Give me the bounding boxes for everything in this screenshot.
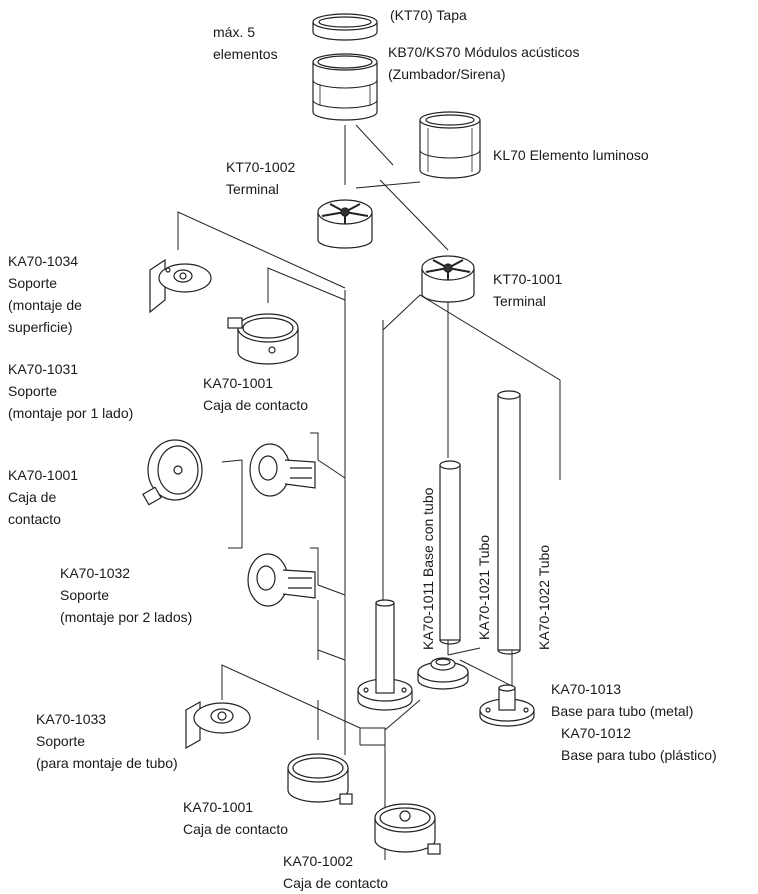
label-line: KA70-1001 <box>183 799 254 815</box>
label-line: elementos <box>213 46 278 62</box>
bracket-ka70-1033-part <box>185 700 251 750</box>
base-with-tube-ka70-1011-part <box>357 599 413 711</box>
label-line: Caja de <box>8 489 57 505</box>
tube-ka70-1022-part <box>497 390 521 655</box>
label-line: (montaje por 1 lado) <box>8 405 134 421</box>
base-plastic-ka70-1012-part <box>479 684 535 727</box>
label-line: KA70-1033 <box>36 711 107 727</box>
label-ka70-1001-left: KA70-1001 Caja de contacto <box>8 464 78 530</box>
label-line: Soporte <box>60 587 110 603</box>
label-line: Caja de contacto <box>203 397 309 413</box>
contact-box-ka70-1002-part <box>374 803 441 855</box>
label-line: KT70-1001 <box>493 271 563 287</box>
label-line: KA70-1001 <box>203 375 274 391</box>
label-line: Base para tubo (plástico) <box>561 747 717 763</box>
label-line: KA70-1034 <box>8 253 79 269</box>
label-line: Soporte <box>36 733 86 749</box>
contact-box-lower-part <box>287 753 353 805</box>
label-ka70-1012: KA70-1012 Base para tubo (plástico) <box>561 722 717 766</box>
label-cap: (KT70) Tapa <box>390 4 467 26</box>
label-line: (KT70) Tapa <box>390 7 467 23</box>
label-line: KL70 Elemento luminoso <box>493 147 649 163</box>
label-line: KA70-1002 <box>283 853 354 869</box>
label-line: Terminal <box>493 293 546 309</box>
label-kt70-1002: KT70-1002 Terminal <box>226 156 295 200</box>
label-max-elements: máx. 5 elementos <box>213 21 278 65</box>
label-line: Soporte <box>8 383 58 399</box>
label-line: Base para tubo (metal) <box>551 703 694 719</box>
label-line: Soporte <box>8 275 58 291</box>
label-line: contacto <box>8 511 61 527</box>
label-line: KB70/KS70 Módulos acústicos <box>388 44 580 60</box>
base-metal-ka70-1013-part <box>417 657 469 690</box>
label-ka70-1032: KA70-1032 Soporte (montaje por 2 lados) <box>60 562 192 628</box>
label-ka70-1001-upper: KA70-1001 Caja de contacto <box>203 372 308 416</box>
connector-lines <box>177 124 561 860</box>
label-kt70-1001: KT70-1001 Terminal <box>493 268 562 312</box>
label-ka70-1011-vertical: KA70-1011 Base con tubo <box>420 487 436 650</box>
terminal-kt70-1002-part <box>317 199 373 249</box>
label-ka70-1034: KA70-1034 Soporte (montaje de superficie… <box>8 250 82 338</box>
contact-box-left-part <box>142 439 203 506</box>
cap-part <box>312 13 378 41</box>
label-line: (para montaje de tubo) <box>36 755 178 771</box>
label-ka70-1021-vertical: KA70-1021 Tubo <box>476 534 492 640</box>
label-line: KA70-1001 <box>8 467 79 483</box>
label-ka70-1033: KA70-1033 Soporte (para montaje de tubo) <box>36 708 178 774</box>
bracket-ka70-1034-part <box>149 258 212 314</box>
label-ka70-1031: KA70-1031 Soporte (montaje por 1 lado) <box>8 358 133 424</box>
label-line: KA70-1012 <box>561 725 632 741</box>
label-ka70-1001-lower: KA70-1001 Caja de contacto <box>183 796 288 840</box>
label-line: KA70-1013 <box>551 681 622 697</box>
label-ka70-1002: KA70-1002 Caja de contacto <box>283 850 388 894</box>
light-element-part <box>419 111 481 179</box>
label-line: Terminal <box>226 181 279 197</box>
label-line: Caja de contacto <box>283 875 389 891</box>
label-line: (Zumbador/Sirena) <box>388 66 506 82</box>
contact-box-upper-part <box>227 313 299 365</box>
label-line: superficie) <box>8 319 73 335</box>
label-line: KA70-1032 <box>60 565 131 581</box>
label-light-element: KL70 Elemento luminoso <box>493 144 649 166</box>
acoustic-module-part <box>312 53 378 121</box>
bracket-ka70-1031-part <box>249 443 316 497</box>
label-ka70-1022-vertical: KA70-1022 Tubo <box>536 544 552 650</box>
label-line: máx. 5 <box>213 24 256 40</box>
label-line: KT70-1002 <box>226 159 296 175</box>
terminal-kt70-1001-part <box>421 255 475 303</box>
label-line: (montaje por 2 lados) <box>60 609 193 625</box>
tube-ka70-1021-part <box>439 460 461 645</box>
label-line: KA70-1031 <box>8 361 79 377</box>
bracket-ka70-1032-part <box>247 553 316 607</box>
label-line: Caja de contacto <box>183 821 289 837</box>
label-acoustic-modules: KB70/KS70 Módulos acústicos (Zumbador/Si… <box>388 41 579 85</box>
label-ka70-1013: KA70-1013 Base para tubo (metal) <box>551 678 693 722</box>
label-line: (montaje de <box>8 297 82 313</box>
